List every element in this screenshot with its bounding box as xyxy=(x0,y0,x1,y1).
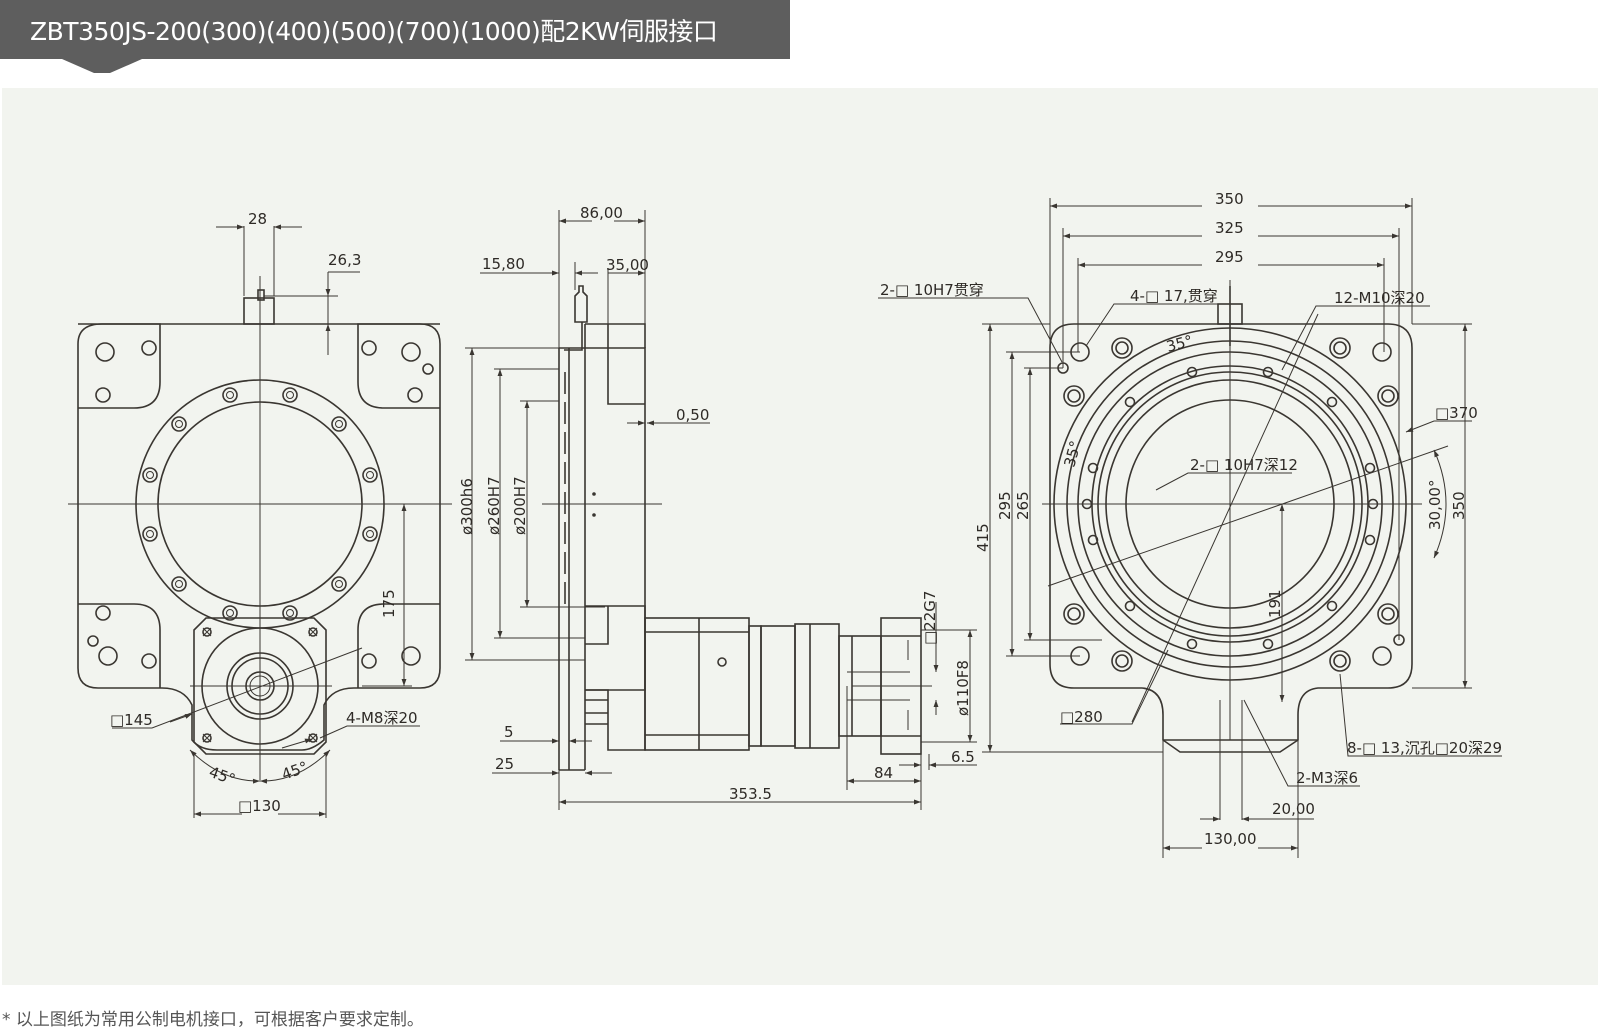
front-hole xyxy=(87,635,99,647)
side-gearbox-lines xyxy=(645,618,749,750)
front-pocket-br xyxy=(357,603,440,688)
top-m10-holes xyxy=(1081,366,1379,650)
front-hole xyxy=(95,342,115,362)
title-notch-pointer xyxy=(62,59,142,73)
dim-dia-260: ø260H7 xyxy=(485,476,503,535)
dim-dia-200: ø200H7 xyxy=(511,476,529,535)
dim-dia-300: ø300h6 xyxy=(458,478,476,535)
dim-84: 84 xyxy=(874,764,893,782)
front-sensor-block xyxy=(243,297,275,325)
side-gearbox xyxy=(644,617,750,751)
dim-angle-35-top: 35° xyxy=(1164,332,1194,356)
label-pin-through: 2-□ 10H7贯穿 xyxy=(880,281,984,299)
dim-top-295: 295 xyxy=(1215,248,1244,266)
top-housing xyxy=(1049,323,1413,753)
side-sensor xyxy=(574,285,588,323)
front-pocket-bl xyxy=(78,603,161,688)
dim-45-left: 45° xyxy=(207,763,238,789)
side-view: 86,00 15,80 35,00 0,50 ø300h6 ø260H7 ø20… xyxy=(458,204,977,810)
front-hole xyxy=(361,340,377,356)
side-top xyxy=(585,323,646,348)
dim-square-130: □130 xyxy=(238,797,281,815)
technical-drawing: 28 26,3 175 □145 4-M8深20 45° 45° □130 xyxy=(68,190,1502,858)
side-dot xyxy=(592,513,596,517)
dim-86: 86,00 xyxy=(580,204,623,222)
title-bar: ZBT350JS-200(300)(400)(500)(700)(1000)配2… xyxy=(0,0,790,59)
dim-top-130: 130,00 xyxy=(1204,830,1257,848)
label-square-370: □370 xyxy=(1435,404,1478,422)
dim-45-right: 45° xyxy=(279,758,310,784)
label-square-280: □280 xyxy=(1060,708,1103,726)
side-motor-flange xyxy=(794,623,840,749)
front-hole xyxy=(95,387,111,403)
dim-22g7: □22G7 xyxy=(921,591,939,645)
dim-top-20: 20,00 xyxy=(1272,800,1315,818)
side-gearbox-port xyxy=(717,657,727,667)
front-hole xyxy=(361,653,377,669)
dim-175: 175 xyxy=(380,589,398,618)
footnote: * 以上图纸为常用公制电机接口，可根据客户要求定制。 xyxy=(2,1010,424,1030)
side-end-lines xyxy=(881,635,921,737)
front-hole xyxy=(401,342,421,362)
top-diagonal-lines xyxy=(1047,313,1449,723)
page-title: ZBT350JS-200(300)(400)(500)(700)(1000)配2… xyxy=(30,17,718,46)
dim-6-5: 6.5 xyxy=(951,748,975,766)
dim-top-h350: 350 xyxy=(1450,491,1468,520)
front-bolt-circle xyxy=(142,387,378,621)
side-dot xyxy=(592,492,596,496)
dim-26-3: 26,3 xyxy=(328,251,361,269)
side-collar xyxy=(748,625,762,747)
dim-top-191: 191 xyxy=(1266,589,1284,618)
front-body-outline xyxy=(77,323,441,751)
label-m3: 2-M3深6 xyxy=(1296,769,1358,787)
front-hole xyxy=(141,653,157,669)
dim-top-325: 325 xyxy=(1215,219,1244,237)
dim-5: 5 xyxy=(504,723,514,741)
drawing-panel: 28 26,3 175 □145 4-M8深20 45° 45° □130 xyxy=(2,88,1598,985)
top-view: 350 325 295 2-□ 10H7贯穿 4-□ 17,贯穿 12-M10深… xyxy=(878,190,1502,858)
front-pocket-tr xyxy=(357,323,440,409)
dim-353-5: 353.5 xyxy=(729,785,772,803)
front-m8-holes xyxy=(202,627,318,743)
label-hole-17: 4-□ 17,贯穿 xyxy=(1130,287,1218,305)
dim-4-m8: 4-M8深20 xyxy=(346,709,418,727)
dim-15-8: 15,80 xyxy=(482,255,525,273)
side-body xyxy=(558,324,646,771)
dim-angle-30: 30,00° xyxy=(1426,480,1444,530)
dim-25: 25 xyxy=(495,755,514,773)
dim-0-5: 0,50 xyxy=(676,406,709,424)
dim-35: 35,00 xyxy=(606,256,649,274)
side-sensor-bracket xyxy=(564,322,583,351)
front-hole xyxy=(141,340,157,356)
side-body-ring xyxy=(760,625,796,747)
front-hole xyxy=(422,363,434,375)
label-pin-12: 2-□ 10H7深12 xyxy=(1190,456,1298,474)
front-sensor-pin xyxy=(257,289,265,301)
dim-top-h265: 265 xyxy=(1014,491,1032,520)
dim-square-145: □145 xyxy=(110,711,153,729)
side-shaft-lines xyxy=(847,671,932,701)
dim-top-h415: 415 xyxy=(974,523,992,552)
dim-dia-110: ø110F8 xyxy=(954,660,972,716)
front-hole xyxy=(98,646,118,666)
dim-top-350: 350 xyxy=(1215,190,1244,208)
front-hole xyxy=(407,387,423,403)
front-view: 28 26,3 175 □145 4-M8深20 45° 45° □130 xyxy=(68,210,452,818)
dim-28: 28 xyxy=(248,210,267,228)
dim-top-h295: 295 xyxy=(996,491,1014,520)
label-m10: 12-M10深20 xyxy=(1334,289,1425,307)
front-pocket-tl xyxy=(78,323,161,409)
front-hole xyxy=(401,646,421,666)
side-adapter xyxy=(585,605,646,751)
front-hole xyxy=(95,605,111,621)
top-counterbore-holes xyxy=(1063,337,1399,672)
top-through-holes xyxy=(1057,342,1405,666)
label-counterbore: 8-□ 13,沉孔□20深29 xyxy=(1347,739,1502,757)
